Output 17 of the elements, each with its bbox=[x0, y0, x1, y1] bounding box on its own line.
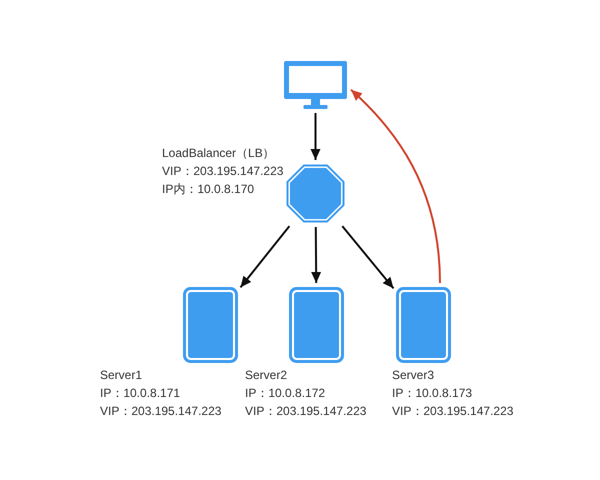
arrow bbox=[310, 113, 320, 160]
arrow bbox=[350, 89, 441, 284]
node-caption: Server1 bbox=[100, 367, 142, 384]
node-caption: VIP：203.195.147.223 bbox=[245, 403, 366, 420]
node-caption: Server3 bbox=[392, 367, 434, 384]
node-caption: VIP：203.195.147.223 bbox=[100, 403, 222, 420]
node-caption: LoadBalancer（LB） bbox=[162, 145, 275, 162]
node-caption: IP内：10.0.8.170 bbox=[162, 181, 254, 198]
arrow bbox=[240, 225, 290, 288]
node-caption: VIP：203.195.147.223 bbox=[392, 403, 514, 420]
arrow bbox=[311, 227, 322, 283]
node-caption: IP：10.0.8.171 bbox=[100, 385, 180, 402]
node-caption: VIP：203.195.147.223 bbox=[162, 163, 284, 180]
node-caption: IP：10.0.8.173 bbox=[392, 385, 472, 402]
node-caption: IP：10.0.8.172 bbox=[245, 385, 326, 402]
arrow bbox=[342, 225, 394, 290]
node-caption: Server2 bbox=[245, 367, 288, 384]
